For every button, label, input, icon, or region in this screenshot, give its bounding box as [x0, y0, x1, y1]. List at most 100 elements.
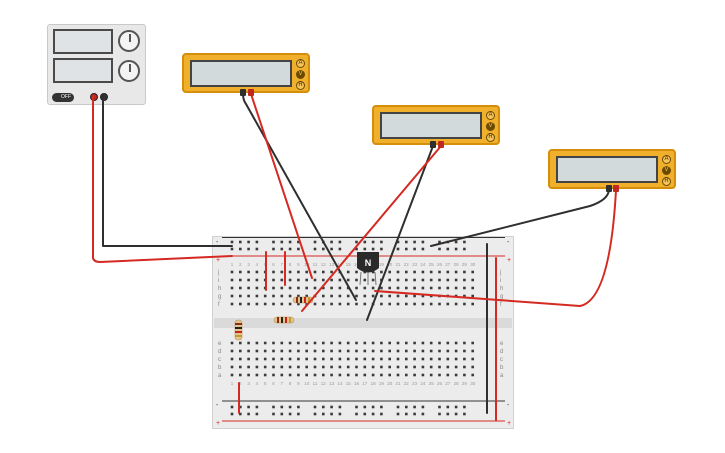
current-knob-icon[interactable]	[118, 60, 140, 82]
terminal-hole[interactable]	[405, 357, 408, 361]
terminal-hole[interactable]	[363, 349, 367, 353]
rail-hole[interactable]	[438, 247, 441, 251]
rail-hole[interactable]	[463, 240, 466, 244]
rail-hole[interactable]	[413, 247, 416, 251]
terminal-hole[interactable]	[355, 302, 358, 306]
terminal-hole[interactable]	[371, 294, 375, 298]
terminal-hole[interactable]	[247, 278, 250, 282]
terminal-hole[interactable]	[338, 341, 342, 345]
rail-hole[interactable]	[247, 247, 250, 251]
terminal-hole[interactable]	[239, 373, 242, 377]
rail-hole[interactable]	[421, 240, 425, 244]
terminal-hole[interactable]	[438, 373, 441, 377]
terminal-hole[interactable]	[263, 302, 267, 306]
terminal-hole[interactable]	[471, 270, 474, 274]
terminal-hole[interactable]	[388, 278, 391, 282]
terminal-hole[interactable]	[346, 341, 350, 345]
rail-hole[interactable]	[230, 405, 234, 409]
terminal-hole[interactable]	[421, 294, 425, 298]
rail-hole[interactable]	[363, 240, 367, 244]
terminal-hole[interactable]	[438, 302, 441, 306]
terminal-hole[interactable]	[255, 294, 259, 298]
terminal-hole[interactable]	[263, 341, 267, 345]
terminal-hole[interactable]	[239, 365, 242, 369]
terminal-hole[interactable]	[313, 349, 317, 353]
terminal-hole[interactable]	[363, 294, 367, 298]
terminal-hole[interactable]	[305, 341, 308, 345]
rail-hole[interactable]	[313, 412, 317, 416]
terminal-hole[interactable]	[363, 302, 367, 306]
rail-hole[interactable]	[297, 240, 300, 244]
terminal-hole[interactable]	[239, 341, 242, 345]
terminal-hole[interactable]	[371, 373, 375, 377]
multimeter-3[interactable]: A V R	[548, 149, 676, 189]
terminal-hole[interactable]	[463, 365, 466, 369]
rail-hole[interactable]	[230, 412, 234, 416]
rail-hole[interactable]	[438, 240, 441, 244]
terminal-hole[interactable]	[396, 357, 400, 361]
rail-hole[interactable]	[463, 405, 466, 409]
terminal-hole[interactable]	[355, 341, 358, 345]
terminal-hole[interactable]	[288, 365, 292, 369]
terminal-hole[interactable]	[263, 357, 267, 361]
terminal-hole[interactable]	[297, 278, 300, 282]
terminal-hole[interactable]	[438, 341, 441, 345]
multimeter-3-ohms-button[interactable]: R	[662, 177, 671, 186]
probe-plug[interactable]	[613, 185, 619, 192]
multimeter-2-amps-button[interactable]: A	[486, 111, 495, 120]
terminal-hole[interactable]	[463, 294, 466, 298]
rail-hole[interactable]	[380, 247, 383, 251]
psu-positive-wire[interactable]	[92, 95, 233, 263]
terminal-hole[interactable]	[255, 278, 259, 282]
terminal-hole[interactable]	[471, 278, 474, 282]
multimeter-1[interactable]: A V R	[182, 53, 310, 93]
multimeter-3-volts-button[interactable]: V	[662, 166, 671, 175]
terminal-hole[interactable]	[446, 286, 450, 290]
rail-hole[interactable]	[454, 412, 458, 416]
terminal-hole[interactable]	[454, 286, 458, 290]
rail-hole[interactable]	[396, 412, 400, 416]
rail-hole[interactable]	[239, 412, 242, 416]
terminal-hole[interactable]	[313, 373, 317, 377]
terminal-hole[interactable]	[346, 373, 350, 377]
terminal-hole[interactable]	[454, 302, 458, 306]
transistor-npn[interactable]: N	[357, 252, 379, 286]
terminal-hole[interactable]	[338, 373, 342, 377]
terminal-hole[interactable]	[454, 270, 458, 274]
terminal-hole[interactable]	[355, 349, 358, 353]
terminal-hole[interactable]	[305, 357, 308, 361]
terminal-hole[interactable]	[380, 341, 383, 345]
rail-hole[interactable]	[463, 412, 466, 416]
terminal-hole[interactable]	[371, 341, 375, 345]
rail-hole[interactable]	[355, 405, 358, 409]
terminal-hole[interactable]	[272, 278, 275, 282]
terminal-hole[interactable]	[371, 357, 375, 361]
terminal-hole[interactable]	[454, 357, 458, 361]
terminal-hole[interactable]	[255, 357, 259, 361]
terminal-hole[interactable]	[380, 294, 383, 298]
multimeter-3-black-probe-wire[interactable]	[430, 189, 610, 247]
terminal-hole[interactable]	[305, 270, 308, 274]
terminal-hole[interactable]	[405, 302, 408, 306]
power-supply[interactable]: OFF	[47, 24, 146, 105]
terminal-hole[interactable]	[239, 278, 242, 282]
terminal-hole[interactable]	[355, 294, 358, 298]
terminal-hole[interactable]	[463, 341, 466, 345]
terminal-hole[interactable]	[346, 349, 350, 353]
terminal-hole[interactable]	[330, 286, 333, 290]
terminal-hole[interactable]	[429, 373, 433, 377]
terminal-hole[interactable]	[272, 302, 275, 306]
terminal-hole[interactable]	[438, 278, 441, 282]
terminal-hole[interactable]	[413, 294, 416, 298]
resistor-1[interactable]	[292, 296, 314, 304]
terminal-hole[interactable]	[288, 270, 292, 274]
multimeter-3-red-probe-wire[interactable]	[374, 189, 617, 307]
terminal-hole[interactable]	[346, 278, 350, 282]
rail-hole[interactable]	[338, 412, 342, 416]
rail-hole[interactable]	[363, 405, 367, 409]
rail-hole[interactable]	[446, 405, 450, 409]
terminal-hole[interactable]	[305, 365, 308, 369]
terminal-hole[interactable]	[288, 357, 292, 361]
rail-hole[interactable]	[355, 240, 358, 244]
rail-hole[interactable]	[313, 240, 317, 244]
